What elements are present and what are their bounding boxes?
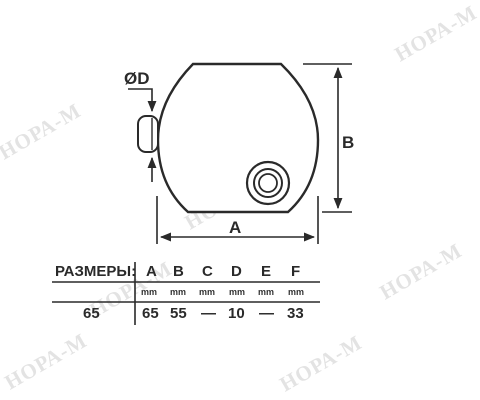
value-cell: 10 bbox=[228, 305, 245, 322]
watermark: НОРА-М bbox=[391, 0, 480, 66]
table-header-label: РАЗМЕРЫ: bbox=[55, 263, 136, 280]
col-header: E bbox=[261, 263, 271, 280]
unit-cell: mm bbox=[229, 287, 245, 297]
watermark: НОРА-М bbox=[0, 98, 85, 164]
row-label: 65 bbox=[83, 305, 100, 322]
side-port bbox=[137, 115, 159, 153]
watermark: НОРА-М bbox=[276, 330, 367, 396]
unit-cell: mm bbox=[288, 287, 304, 297]
dimension-b-label: B bbox=[342, 133, 354, 152]
unit-cell: mm bbox=[170, 287, 186, 297]
unit-cell: mm bbox=[258, 287, 274, 297]
watermark: НОРА-М bbox=[376, 238, 467, 304]
diameter-callout: ØD bbox=[124, 69, 157, 182]
unit-cell: mm bbox=[199, 287, 215, 297]
unit-cell: mm bbox=[141, 287, 157, 297]
value-cell: 55 bbox=[170, 305, 187, 322]
specs-table: РАЗМЕРЫ: A B C D E F mm mm mm mm mm mm 6… bbox=[52, 262, 320, 325]
watermark: НОРА-М bbox=[1, 328, 92, 394]
tank-body bbox=[156, 62, 320, 214]
col-header: A bbox=[146, 263, 157, 280]
col-header: B bbox=[173, 263, 184, 280]
value-cell: — bbox=[259, 305, 274, 322]
col-header: C bbox=[202, 263, 213, 280]
dimension-b: B bbox=[303, 63, 354, 213]
dimension-a-label: A bbox=[229, 218, 241, 237]
col-header: D bbox=[231, 263, 242, 280]
value-cell: 33 bbox=[287, 305, 304, 322]
col-header: F bbox=[291, 263, 300, 280]
diameter-label: ØD bbox=[124, 69, 150, 88]
dimension-a: A bbox=[156, 196, 319, 244]
outlet-port bbox=[245, 160, 291, 206]
value-cell: 65 bbox=[142, 305, 159, 322]
value-cell: — bbox=[201, 305, 216, 322]
